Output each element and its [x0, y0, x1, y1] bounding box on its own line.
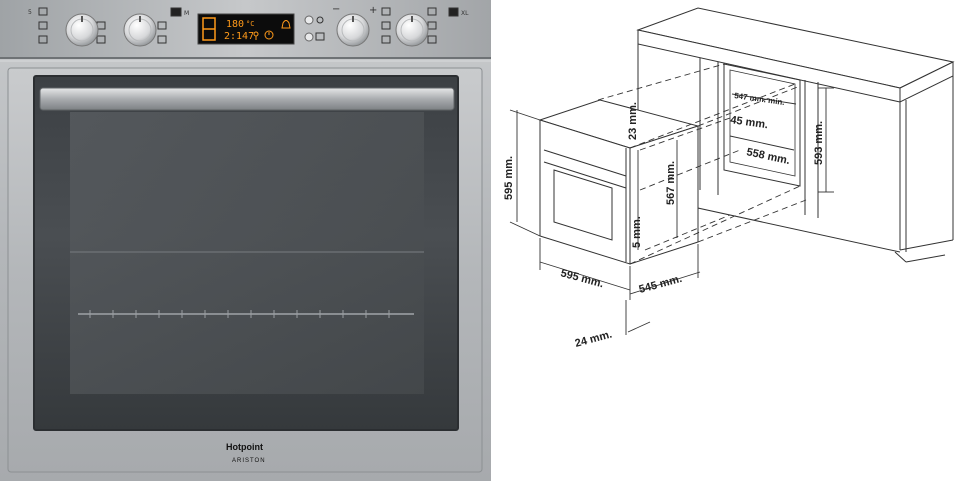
clock-icon [264, 30, 274, 40]
mode-icons-left [38, 7, 182, 44]
label-niche-depth: 558 mm. [745, 146, 791, 167]
digital-display: 180 °C 2:147 [197, 13, 295, 45]
knob-thermostat[interactable] [123, 13, 157, 47]
knob-grill[interactable] [395, 13, 429, 47]
knob-function[interactable] [65, 13, 99, 47]
label-oven-width: 595 mm. [559, 267, 605, 290]
brand-sub: ARISTON [232, 458, 266, 464]
dimension-lines [509, 87, 834, 335]
installation-diagram [509, 7, 955, 335]
door-handle[interactable] [39, 87, 455, 111]
panel-label-m: M [184, 10, 189, 17]
label-oven-depth: 545 mm. [638, 273, 684, 296]
key-icon [253, 31, 259, 40]
label-front-thickness: 24 mm. [574, 328, 614, 349]
label-top-gap: 23 mm. [627, 102, 639, 140]
brand-logo: Hotpoint [226, 442, 263, 452]
oven-drawing [538, 99, 700, 265]
panel-label-five: 5 [28, 9, 32, 16]
label-bottom-gap: 5 mm. [631, 216, 643, 248]
knob-timer[interactable] [336, 13, 370, 47]
display-unit: °C [246, 20, 254, 28]
plus-icon: + [369, 5, 377, 16]
rack-ticks [89, 310, 390, 318]
oven-front: 5 M 180 °C 2:147 [0, 0, 491, 481]
mode-icons-right [381, 7, 459, 44]
label-inner-height: 567 mm. [665, 161, 677, 205]
minus-icon: − [332, 4, 340, 15]
label-niche-height: 593 mm. [813, 121, 825, 165]
label-oven-height: 595 mm. [503, 156, 515, 200]
oven-cavity [70, 112, 424, 394]
display-temperature: 180 [226, 19, 244, 30]
display-buttons[interactable] [304, 15, 314, 42]
bell-icon [281, 20, 291, 29]
timer-icons [315, 16, 325, 41]
label-niche-side: 45 mm. [730, 114, 769, 131]
kitchen-cabinet [636, 7, 955, 263]
panel-label-xl: XL [461, 10, 469, 17]
label-niche-width: 547 mm. min. [734, 91, 785, 107]
display-time: 2:147 [224, 31, 254, 42]
guide-lines [597, 63, 807, 265]
